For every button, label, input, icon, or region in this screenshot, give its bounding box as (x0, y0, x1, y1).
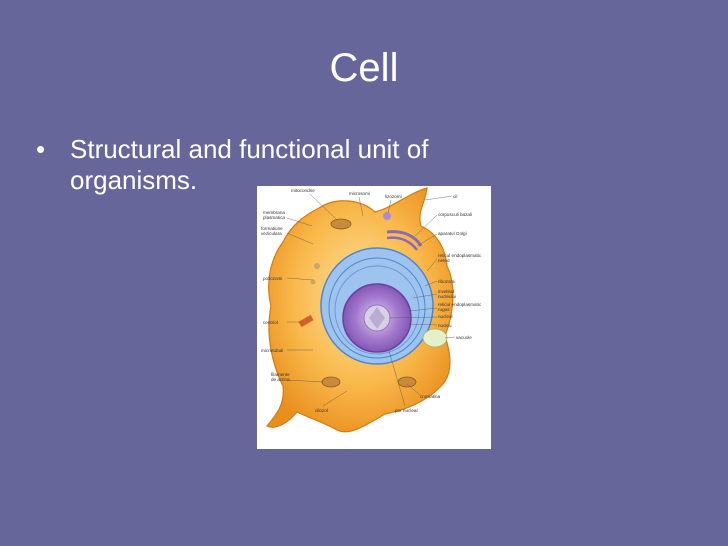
label-invelisul-2: nucleului (438, 294, 456, 299)
label-cromatina: cromatina (420, 394, 441, 399)
label-lizozomi: lizozomi (385, 194, 402, 199)
bullet-marker: • (36, 134, 46, 164)
bullet-list: • Structural and functional unit of orga… (36, 134, 556, 196)
vacuole (422, 328, 448, 348)
label-microtubuli: microtubuli (261, 348, 283, 353)
label-poliozomi: poliozomi (263, 276, 282, 281)
label-microsomi: microsomi (349, 191, 370, 196)
centriole (298, 314, 314, 328)
label-formatiune: formatiune (261, 226, 283, 231)
label-veziculara: veziculara (261, 231, 282, 236)
label-invelisul: invelisul (438, 289, 454, 294)
label-reticul-rugos-2: rugos (438, 307, 450, 312)
label-filamente-2: de actina (271, 377, 290, 382)
golgi-apparatus (386, 230, 423, 247)
label-corpusculi-bazali: corpusculi bazali (438, 212, 472, 217)
label-ribozomi: ribozomi (438, 279, 455, 284)
label-membrana: membrana (263, 210, 285, 215)
bullet-text: Structural and functional unit of organi… (70, 134, 429, 195)
label-aparatul-golgi: aparatul Golgi (438, 231, 467, 236)
label-centriol: centriol (263, 320, 278, 325)
bullet-item: • Structural and functional unit of orga… (36, 134, 556, 196)
label-reticul-rugos: reticul endoplasmatic (438, 302, 482, 307)
mitochondrion (330, 218, 352, 230)
label-filamente: filamente (271, 372, 290, 377)
label-nucleol: nucleol (438, 314, 453, 319)
label-reticul-neted: reticul endoplasmatic (438, 253, 482, 258)
label-reticul-neted-2: neted (438, 258, 450, 263)
label-cil: cil (453, 194, 457, 199)
label-plasmatica: plasmatica (263, 215, 285, 220)
cell-diagram-image: mitocondrie microsomi lizozomi cil membr… (257, 186, 491, 449)
label-por-nuclear: por nuclear (395, 408, 418, 413)
label-cilozol: cilozol (315, 408, 328, 413)
cell-illustration: mitocondrie microsomi lizozomi cil membr… (261, 187, 482, 433)
slide-title: Cell (329, 46, 399, 90)
label-nucleu: nucleu (438, 323, 452, 328)
label-mitocondrie: mitocondrie (291, 188, 315, 193)
label-vacuole: vacuole (456, 335, 472, 340)
